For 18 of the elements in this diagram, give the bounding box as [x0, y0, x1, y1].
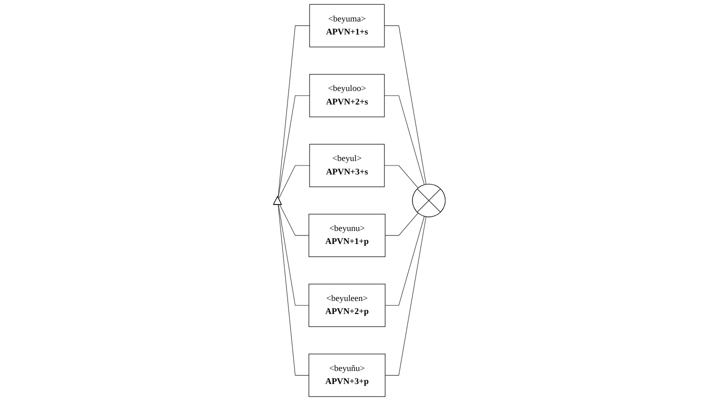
- connector: [384, 165, 419, 188]
- node-box: <beyuma> APVN+1+s: [310, 4, 385, 48]
- connector: [384, 25, 427, 185]
- node-box: <beyuleen> APVN+2+p: [308, 284, 386, 327]
- node-box: <beyuñu> APVN+3+p: [308, 354, 386, 397]
- connector: [278, 95, 310, 198]
- connector: [278, 25, 310, 198]
- connector: [278, 165, 310, 200]
- node-box: <beyuloo> APVN+2+s: [310, 74, 385, 118]
- connector: [278, 204, 310, 306]
- connector: [278, 204, 310, 376]
- connector: [385, 212, 419, 236]
- connector: [280, 204, 310, 236]
- node-box: <beyunu> APVN+1+p: [308, 214, 386, 258]
- connector: [384, 95, 425, 186]
- node-box: <beyul> APVN+3+s: [310, 144, 385, 188]
- connector: [385, 216, 427, 376]
- connector: [385, 216, 425, 306]
